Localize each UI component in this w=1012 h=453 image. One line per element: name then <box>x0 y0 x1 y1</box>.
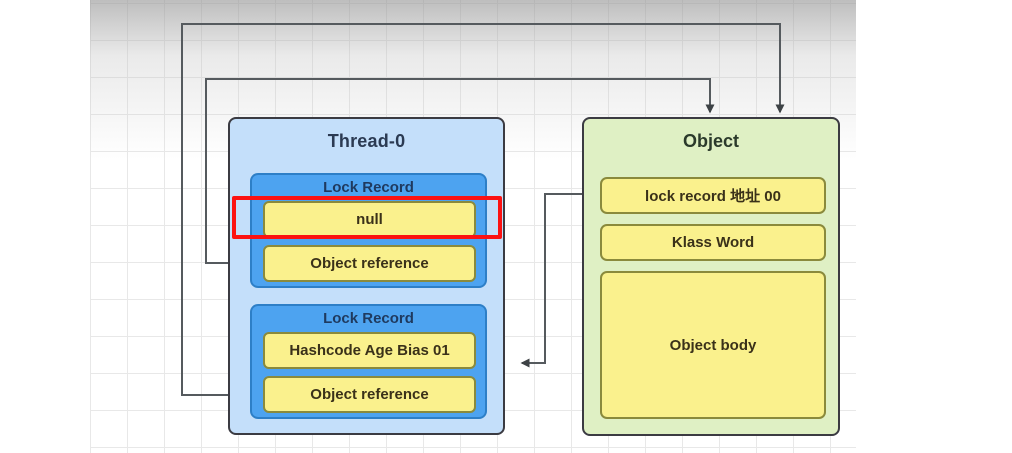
background-right-margin <box>856 0 1012 453</box>
object-body: Object body <box>600 271 826 419</box>
lock-record-2-object-reference: Object reference <box>263 376 476 413</box>
object-klass-word: Klass Word <box>600 224 826 261</box>
lock-record-1-header: Lock Record <box>323 179 414 196</box>
lock-record-1-object-reference: Object reference <box>263 245 476 282</box>
lock-record-2-mark-word: Hashcode Age Bias 01 <box>263 332 476 369</box>
lock-record-2: Lock Record Hashcode Age Bias 01 Object … <box>250 304 487 419</box>
highlight-box-null-lock-record <box>232 196 502 239</box>
lock-record-1: Lock Record null Object reference <box>250 173 487 288</box>
thread-panel: Thread-0 Lock Record null Object referen… <box>228 117 505 435</box>
lock-record-2-header: Lock Record <box>323 310 414 327</box>
thread-title: Thread-0 <box>327 131 406 151</box>
object-panel: Object lock record 地址 00 Klass Word Obje… <box>582 117 840 436</box>
object-title: Object <box>682 131 739 151</box>
object-mark-word: lock record 地址 00 <box>600 177 826 214</box>
